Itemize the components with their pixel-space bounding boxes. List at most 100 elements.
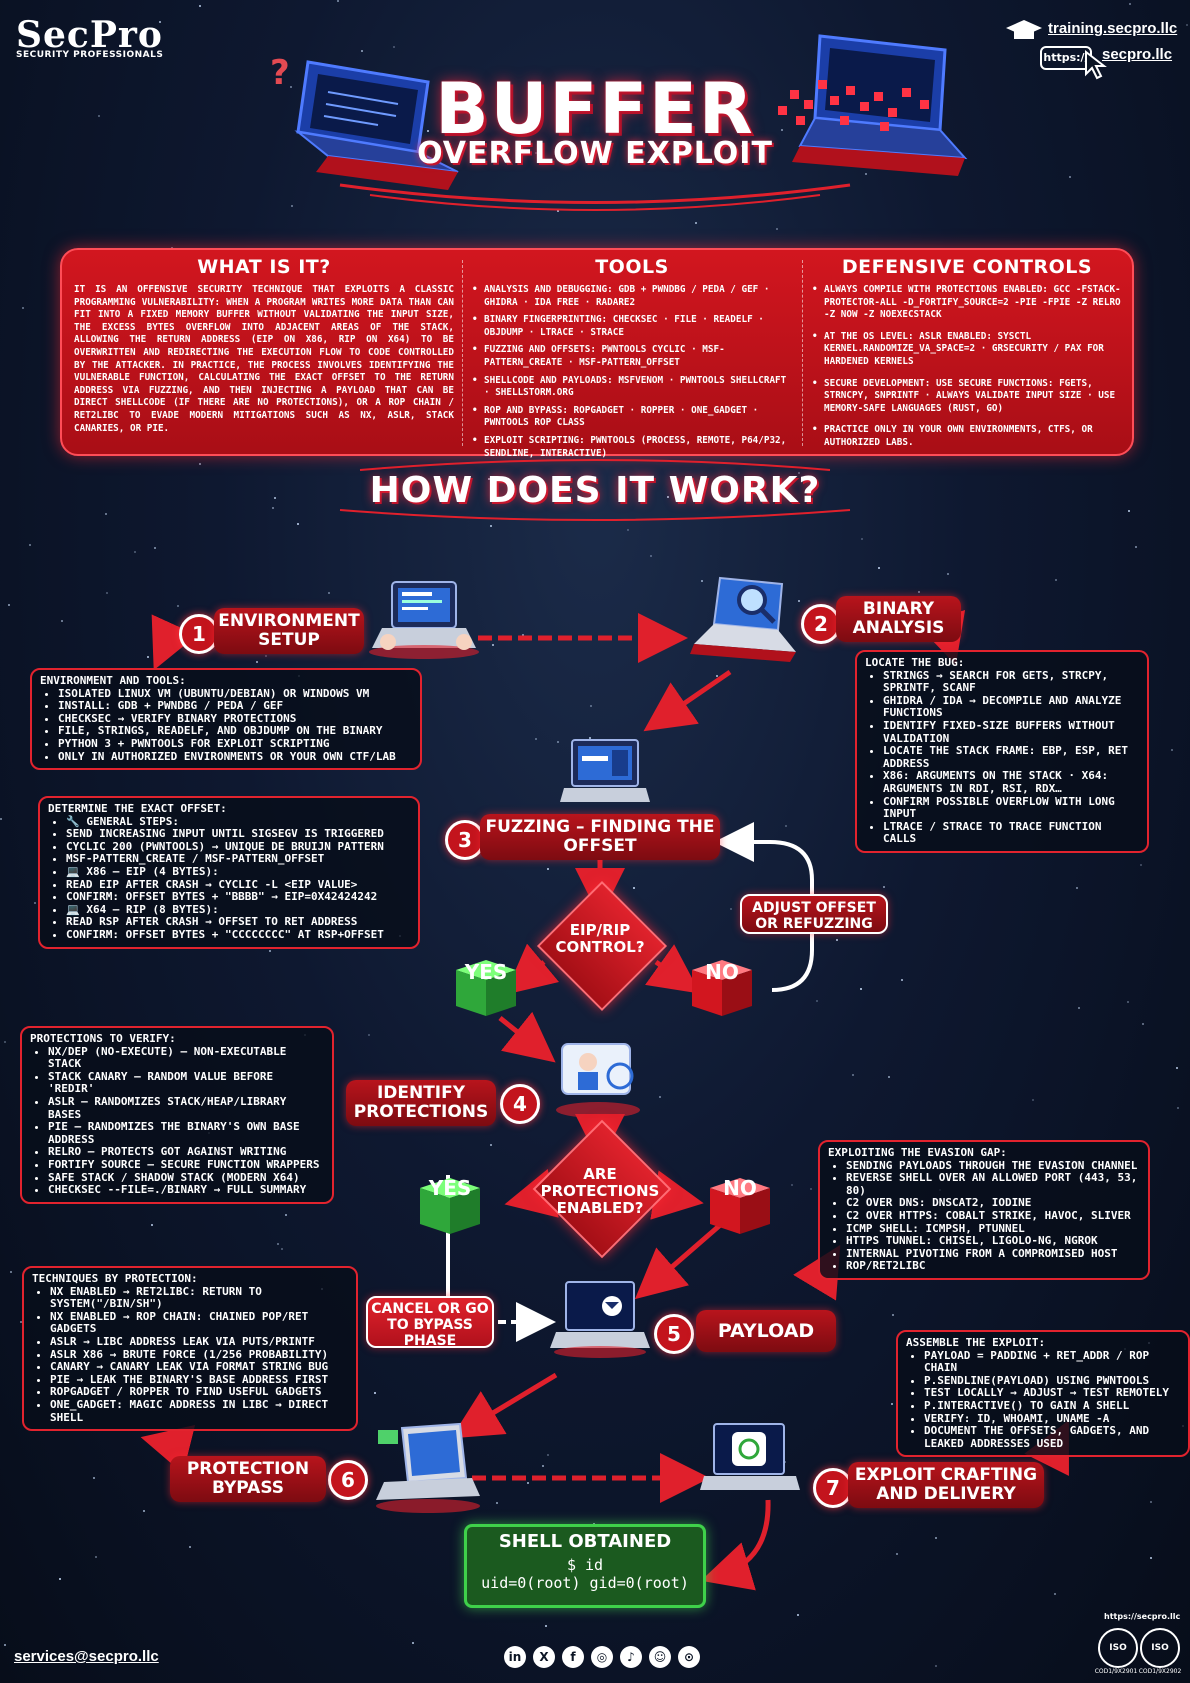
- star: [935, 1665, 938, 1668]
- tools-item: EXPLOIT SCRIPTING: PWNTOOLS (PROCESS, RE…: [472, 435, 792, 460]
- star: [4, 1643, 7, 1646]
- title-swoosh-lines: [339, 183, 851, 211]
- list-item: HTTPS TUNNEL: CHISEL, LIGOLO-NG, NGROK: [846, 1235, 1140, 1248]
- star: [59, 1577, 62, 1580]
- star: [147, 655, 150, 658]
- star: [361, 49, 364, 52]
- list-item: ONE_GADGET: MAGIC ADDRESS IN LIBC → DIRE…: [50, 1398, 348, 1424]
- list-item: LTRACE / STRACE TO TRACE FUNCTION CALLS: [883, 820, 1139, 846]
- star: [527, 1482, 530, 1485]
- star: [781, 128, 784, 131]
- star: [198, 4, 201, 7]
- step-1-label: ENVIRONMENT SETUP: [214, 608, 364, 654]
- star: [891, 1314, 894, 1317]
- star: [836, 938, 839, 941]
- star: [296, 523, 299, 526]
- instagram-icon[interactable]: ◎: [591, 1646, 613, 1668]
- list-item: INSTALL: GDB + PWNDBG / PEDA / GEF: [58, 700, 412, 713]
- list-item: 💻 X86 – EIP (4 BYTES):: [66, 865, 410, 879]
- star: [784, 1460, 787, 1463]
- step-2-label: BINARY ANALYSIS: [836, 596, 961, 642]
- list-item: C2 OVER HTTPS: COBALT STRIKE, HAVOC, SLI…: [846, 1209, 1140, 1223]
- techniques-box: TECHNIQUES BY PROTECTION: NX ENABLED → R…: [22, 1266, 358, 1432]
- email-link[interactable]: services@secpro.llc: [14, 1648, 159, 1665]
- linkedin-icon[interactable]: in: [504, 1646, 526, 1668]
- step-4-number: 4: [500, 1084, 540, 1124]
- github-icon[interactable]: ⊙: [678, 1646, 700, 1668]
- star: [490, 524, 493, 527]
- list-item: CONFIRM: OFFSET BYTES + "CCCCCCCC" AT RS…: [66, 928, 410, 942]
- star: [489, 1143, 492, 1146]
- tools-list: ANALYSIS AND DEBUGGING: GDB + PWNDBG / P…: [472, 284, 792, 460]
- step-3-number: 3: [445, 820, 485, 860]
- chat-icon[interactable]: ☺: [649, 1646, 671, 1668]
- star: [1170, 748, 1173, 751]
- facebook-icon[interactable]: f: [562, 1646, 584, 1668]
- star: [142, 1510, 145, 1513]
- list-item: SAFE STACK / SHADOW STACK (MODERN X64): [48, 1171, 324, 1185]
- tools-heading: TOOLS: [595, 256, 669, 278]
- star: [1176, 1106, 1179, 1109]
- star: [1076, 887, 1079, 890]
- list-item: NX ENABLED → ROP CHAIN: CHAINED POP/RET …: [50, 1310, 348, 1336]
- defense-item: AT THE OS LEVEL: ASLR ENABLED: SYSCTL KE…: [812, 331, 1122, 369]
- step-2-number: 2: [801, 604, 841, 644]
- list-item: READ RSP AFTER CRASH → OFFSET TO RET ADD…: [66, 916, 410, 929]
- star: [592, 1522, 595, 1525]
- svg-text:?: ?: [270, 53, 290, 93]
- list-item: IDENTIFY FIXED-SIZE BUFFERS WITHOUT VALI…: [883, 719, 1139, 745]
- yes-label-2: YES: [428, 1176, 472, 1200]
- star: [729, 907, 732, 910]
- tiktok-icon[interactable]: ♪: [620, 1646, 642, 1668]
- list-item: CONFIRM POSSIBLE OVERFLOW WITH LONG INPU…: [883, 795, 1139, 821]
- list-item: DOCUMENT THE OFFSETS, GADGETS, AND LEAKE…: [924, 1424, 1180, 1450]
- list-item: LOCATE THE STACK FRAME: EBP, ESP, RET AD…: [883, 744, 1139, 770]
- brand-logo: SecPro SECURITY PROFESSIONALS: [16, 14, 163, 60]
- defense-column: DEFENSIVE CONTROLS ALWAYS COMPILE WITH P…: [812, 256, 1122, 455]
- site-link[interactable]: secpro.llc: [1102, 46, 1173, 63]
- star: [176, 605, 179, 608]
- star: [265, 655, 268, 658]
- star: [861, 537, 864, 540]
- star: [289, 85, 292, 88]
- cancel-or-bypass-label: CANCEL OR GO TO BYPASS PHASE: [366, 1296, 494, 1349]
- star: [877, 567, 880, 570]
- x-icon[interactable]: X: [533, 1646, 555, 1668]
- star: [1127, 510, 1130, 513]
- star: [189, 1546, 192, 1549]
- list-item: SENDING PAYLOADS THROUGH THE EVASION CHA…: [846, 1159, 1140, 1173]
- defense-list: ALWAYS COMPILE WITH PROTECTIONS ENABLED:…: [812, 284, 1122, 450]
- star: [547, 1454, 550, 1457]
- logo-tagline: SECURITY PROFESSIONALS: [16, 50, 164, 60]
- offset-list: 🔧 GENERAL STEPS: SEND INCREASING INPUT U…: [48, 815, 410, 942]
- star: [524, 150, 527, 153]
- how-heading: HOW DOES IT WORK?: [369, 470, 821, 511]
- shell-command: $ id: [566, 1556, 604, 1574]
- star: [935, 1536, 938, 1539]
- star: [104, 512, 107, 515]
- training-link[interactable]: training.secpro.llc: [1048, 20, 1178, 37]
- list-item: STRINGS → SEARCH FOR GETS, STRCPY, SPRIN…: [883, 669, 1139, 695]
- iso-badge-icon: ISO: [1098, 1628, 1138, 1668]
- iso-badge-icon: ISO: [1140, 1628, 1180, 1668]
- offset-box: DETERMINE THE EXACT OFFSET: 🔧 GENERAL ST…: [38, 796, 420, 949]
- box-title: TECHNIQUES BY PROTECTION:: [32, 1272, 198, 1285]
- assemble-list: PAYLOAD = PADDING + RET_ADDR / ROP CHAIN…: [906, 1349, 1180, 1451]
- list-item: VERIFY: ID, WHOAMI, UNAME -A: [924, 1412, 1180, 1426]
- yes-label-1: YES: [464, 960, 508, 984]
- site-small-text: https://secpro.llc: [1104, 1612, 1181, 1621]
- defense-heading: DEFENSIVE CONTROLS: [841, 256, 1093, 278]
- star: [19, 1320, 22, 1323]
- list-item: 🔧 GENERAL STEPS:: [66, 815, 410, 829]
- list-item: CYCLIC 200 (PWNTOOLS) → UNIQUE DE BRUIJN…: [66, 840, 410, 854]
- laptop-bypass-illustration: [372, 1420, 482, 1520]
- star: [1127, 1000, 1130, 1003]
- divider: [462, 260, 463, 446]
- star: [470, 1412, 473, 1415]
- list-item: NX ENABLED → RET2LIBC: RETURN TO SYSTEM(…: [50, 1285, 348, 1311]
- tools-item: FUZZING AND OFFSETS: PWNTOOLS CYCLIC · M…: [472, 344, 792, 369]
- star: [790, 1183, 793, 1186]
- laptop-question-illustration: ?: [268, 52, 468, 206]
- list-item: ICMP SHELL: ICMPSH, PTUNNEL: [846, 1222, 1140, 1236]
- star: [10, 1270, 13, 1273]
